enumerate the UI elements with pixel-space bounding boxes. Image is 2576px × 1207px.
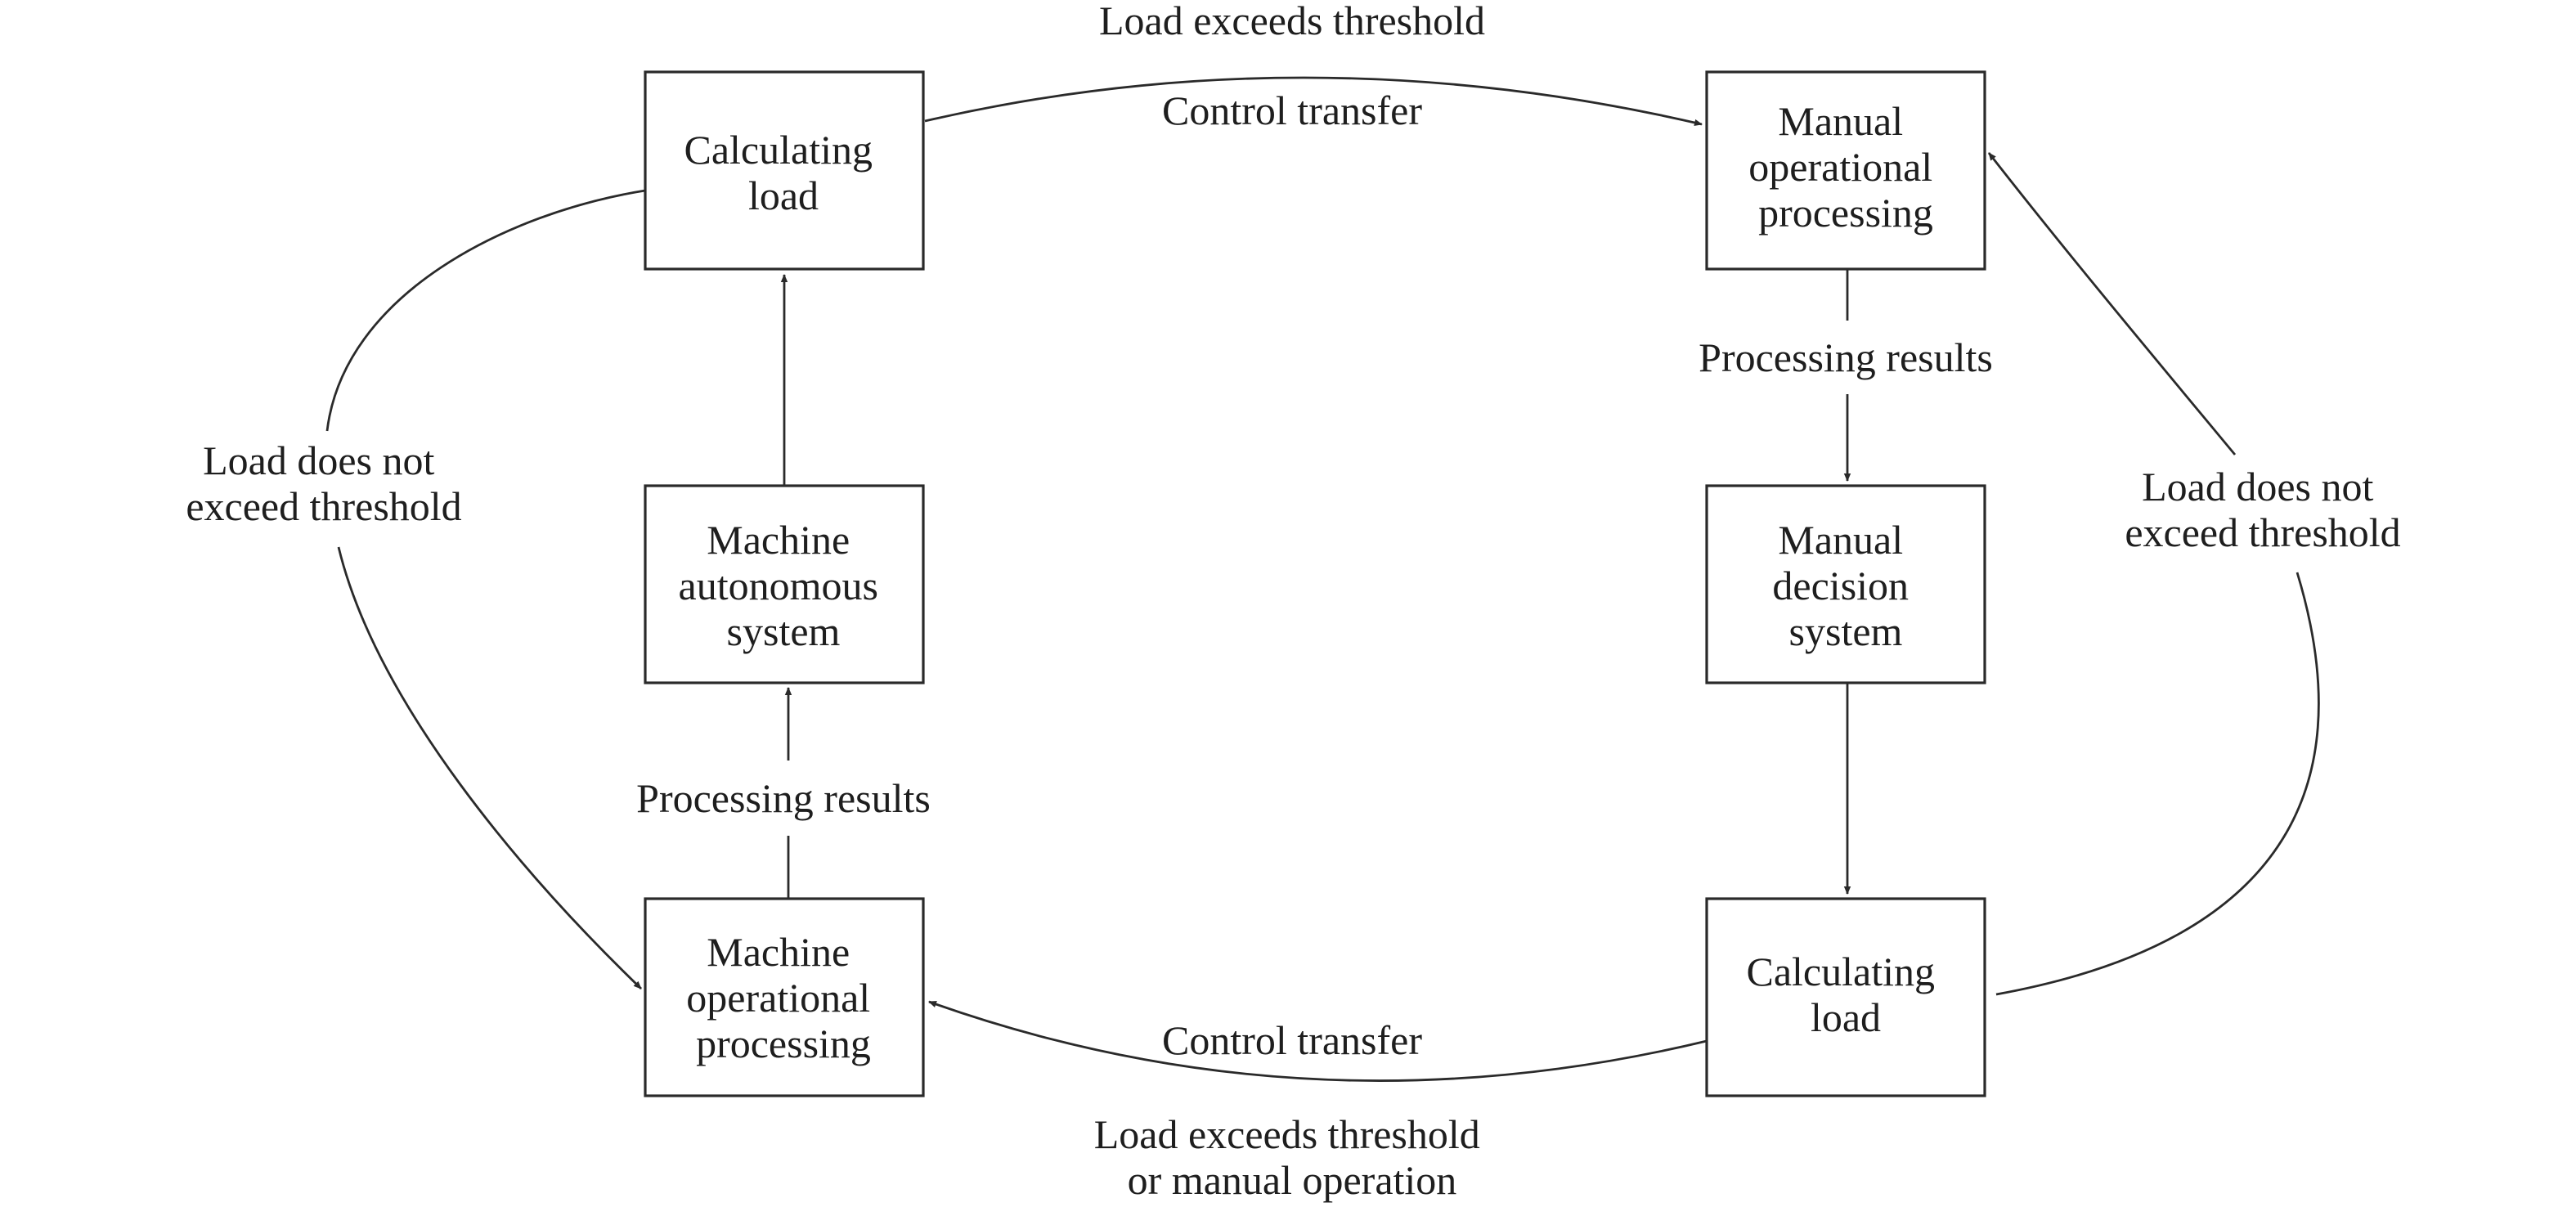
manual-operational-line-3: processing bbox=[1758, 190, 1933, 236]
machine-autonomous-system-label: Machine autonomous system bbox=[679, 517, 889, 654]
calculating-load-right-label: Calculating load bbox=[1747, 949, 1945, 1040]
arrow-right-loop-upper bbox=[1987, 152, 2237, 455]
machine-operational-processing-label: Machine operational processing bbox=[686, 929, 880, 1066]
manual-operational-processing-label: Manual operational processing bbox=[1748, 98, 1942, 236]
right-loop-line-1: Load does not bbox=[2142, 464, 2373, 509]
manual-operational-line-1: Manual bbox=[1778, 98, 1903, 144]
left-results-line-1: Processing results bbox=[636, 775, 931, 821]
left-loop-line-1: Load does not bbox=[203, 437, 434, 483]
right-loop-edge-label: Load does not exceed threshold bbox=[2125, 464, 2400, 555]
calculating-load-right-line-1: Calculating bbox=[1747, 949, 1936, 994]
top-inner-edge-label: Control transfer bbox=[1162, 87, 1422, 133]
machine-autonomous-line-3: system bbox=[727, 608, 841, 654]
right-results-edge-label: Processing results bbox=[1699, 334, 1993, 380]
arrow-control-transfer-bottom bbox=[928, 1000, 1708, 1082]
bottom-inner-edge-label: Control transfer bbox=[1162, 1017, 1422, 1063]
manual-decision-line-2: decision bbox=[1772, 563, 1909, 608]
manual-operational-line-2: operational bbox=[1748, 144, 1932, 190]
calculating-load-right-box bbox=[1705, 897, 1986, 1097]
machine-operational-line-3: processing bbox=[696, 1021, 871, 1066]
arrow-control-transfer-top bbox=[924, 76, 1703, 127]
calculating-load-left-label: Calculating load bbox=[684, 127, 883, 218]
bottom-inner-line-1: Control transfer bbox=[1162, 1017, 1422, 1063]
manual-decision-system-box bbox=[1705, 484, 1986, 684]
calculating-load-left-line-2: load bbox=[748, 173, 819, 218]
calculating-load-left-box bbox=[644, 70, 925, 271]
machine-operational-line-1: Machine bbox=[707, 929, 850, 975]
manual-decision-line-1: Manual bbox=[1778, 517, 1903, 563]
calculating-load-right-line-2: load bbox=[1811, 994, 1881, 1040]
curve-left-loop-upper bbox=[325, 189, 646, 432]
calculating-load-left-line-1: Calculating bbox=[684, 127, 873, 173]
top-inner-line-1: Control transfer bbox=[1162, 87, 1422, 133]
machine-operational-processing-box bbox=[644, 897, 925, 1097]
top-outer-line-1: Load exceeds threshold bbox=[1099, 0, 1485, 43]
top-outer-edge-label: Load exceeds threshold bbox=[1099, 0, 1485, 43]
curve-right-loop-lower bbox=[1995, 572, 2320, 996]
bottom-outer-line-2: or manual operation bbox=[1128, 1157, 1457, 1203]
machine-autonomous-line-1: Machine bbox=[707, 517, 850, 563]
bottom-outer-line-1: Load exceeds threshold bbox=[1094, 1111, 1480, 1157]
machine-autonomous-system-box bbox=[644, 484, 925, 684]
left-loop-edge-label: Load does not exceed threshold bbox=[186, 437, 461, 529]
arrow-left-loop-lower bbox=[337, 546, 642, 990]
manual-operational-processing-box bbox=[1705, 70, 1986, 271]
machine-operational-line-2: operational bbox=[686, 975, 870, 1021]
manual-decision-system-label: Manual decision system bbox=[1772, 517, 1919, 654]
bottom-outer-edge-label: Load exceeds threshold or manual operati… bbox=[1094, 1111, 1491, 1203]
right-loop-line-2: exceed threshold bbox=[2125, 509, 2400, 555]
left-loop-line-2: exceed threshold bbox=[186, 483, 461, 529]
left-results-edge-label: Processing results bbox=[636, 775, 931, 821]
right-results-line-1: Processing results bbox=[1699, 334, 1993, 380]
manual-decision-line-3: system bbox=[1789, 608, 1903, 654]
machine-autonomous-line-2: autonomous bbox=[679, 563, 878, 608]
